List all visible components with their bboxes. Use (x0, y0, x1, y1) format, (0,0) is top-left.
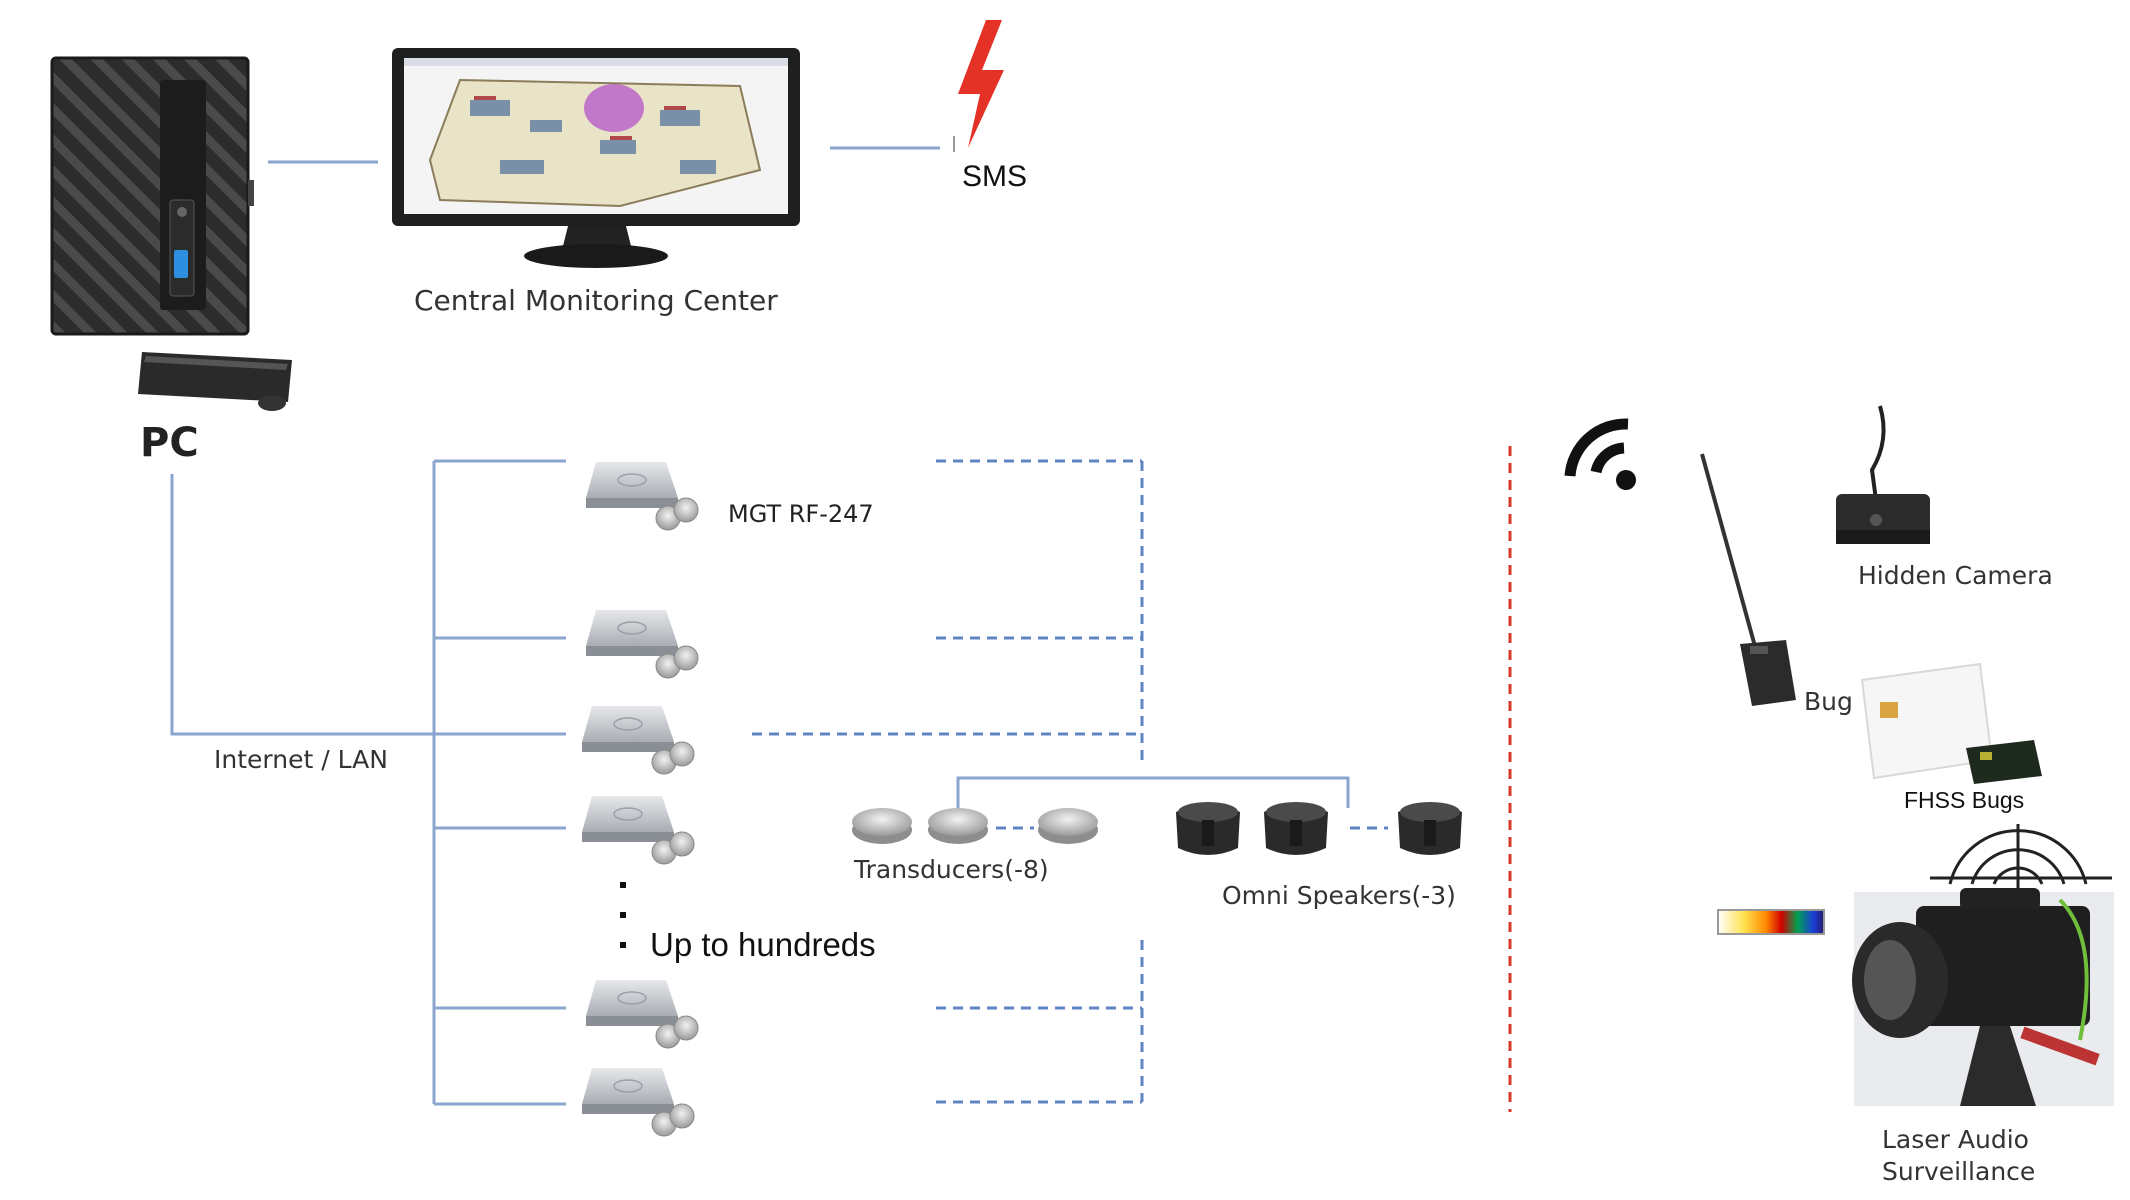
transducer-icon (1038, 808, 1098, 844)
omni-speaker-icon (1176, 802, 1240, 855)
antenna-bug-icon (1700, 453, 1796, 706)
wireless-signal-icon (1564, 418, 1636, 490)
keyboard-icon (138, 352, 292, 411)
transducers-label: Transducers(-8) (853, 855, 1049, 884)
transducer-icon (852, 808, 912, 844)
transducer-group (852, 808, 1098, 844)
spectrum-bar-icon (1717, 909, 1825, 935)
hidden-camera-label: Hidden Camera (1858, 561, 2053, 590)
omni-speakers-label: Omni Speakers(-3) (1222, 881, 1456, 910)
mgt-device-group (582, 462, 699, 1137)
internet-lan-label: Internet / LAN (214, 745, 388, 774)
mgt-device-icon (582, 1068, 695, 1137)
sim-card-icon (1860, 662, 2042, 784)
laser-camera-icon (1852, 888, 2114, 1106)
speaker-bus-line (956, 776, 1350, 808)
central-monitoring-label: Central Monitoring Center (414, 284, 778, 317)
laser-audio-label-line1: Laser Audio (1882, 1125, 2029, 1154)
network-tree-lines (170, 459, 566, 1106)
mgt-device-icon (582, 796, 695, 865)
target-crosshair-icon (1930, 824, 2112, 896)
up-to-hundreds-label: Up to hundreds (650, 926, 876, 963)
top-connections (268, 146, 940, 164)
mgt-device-icon (586, 980, 699, 1049)
mgt-device-icon (586, 462, 699, 531)
fhss-bugs-label: FHSS Bugs (1904, 787, 2024, 813)
omni-speaker-group (1176, 802, 1462, 855)
sms-label: SMS (962, 160, 1027, 193)
monitor-icon (392, 48, 800, 268)
dashed-connections (752, 459, 1388, 1104)
hidden-camera-icon (1836, 405, 1930, 544)
omni-speaker-icon (1264, 802, 1328, 855)
lightning-bolt-icon (958, 20, 1004, 148)
laser-audio-label-line2: Surveillance (1882, 1157, 2035, 1186)
mgt-device-label: MGT RF-247 (728, 500, 874, 528)
bug-label: Bug (1804, 687, 1853, 716)
transducer-icon (928, 808, 988, 844)
pc-label: PC (140, 420, 199, 466)
continuation-dots (620, 882, 626, 948)
omni-speaker-icon (1398, 802, 1462, 855)
pc-tower-icon (50, 56, 254, 336)
mgt-device-icon (582, 706, 695, 775)
mgt-device-icon (586, 610, 699, 679)
